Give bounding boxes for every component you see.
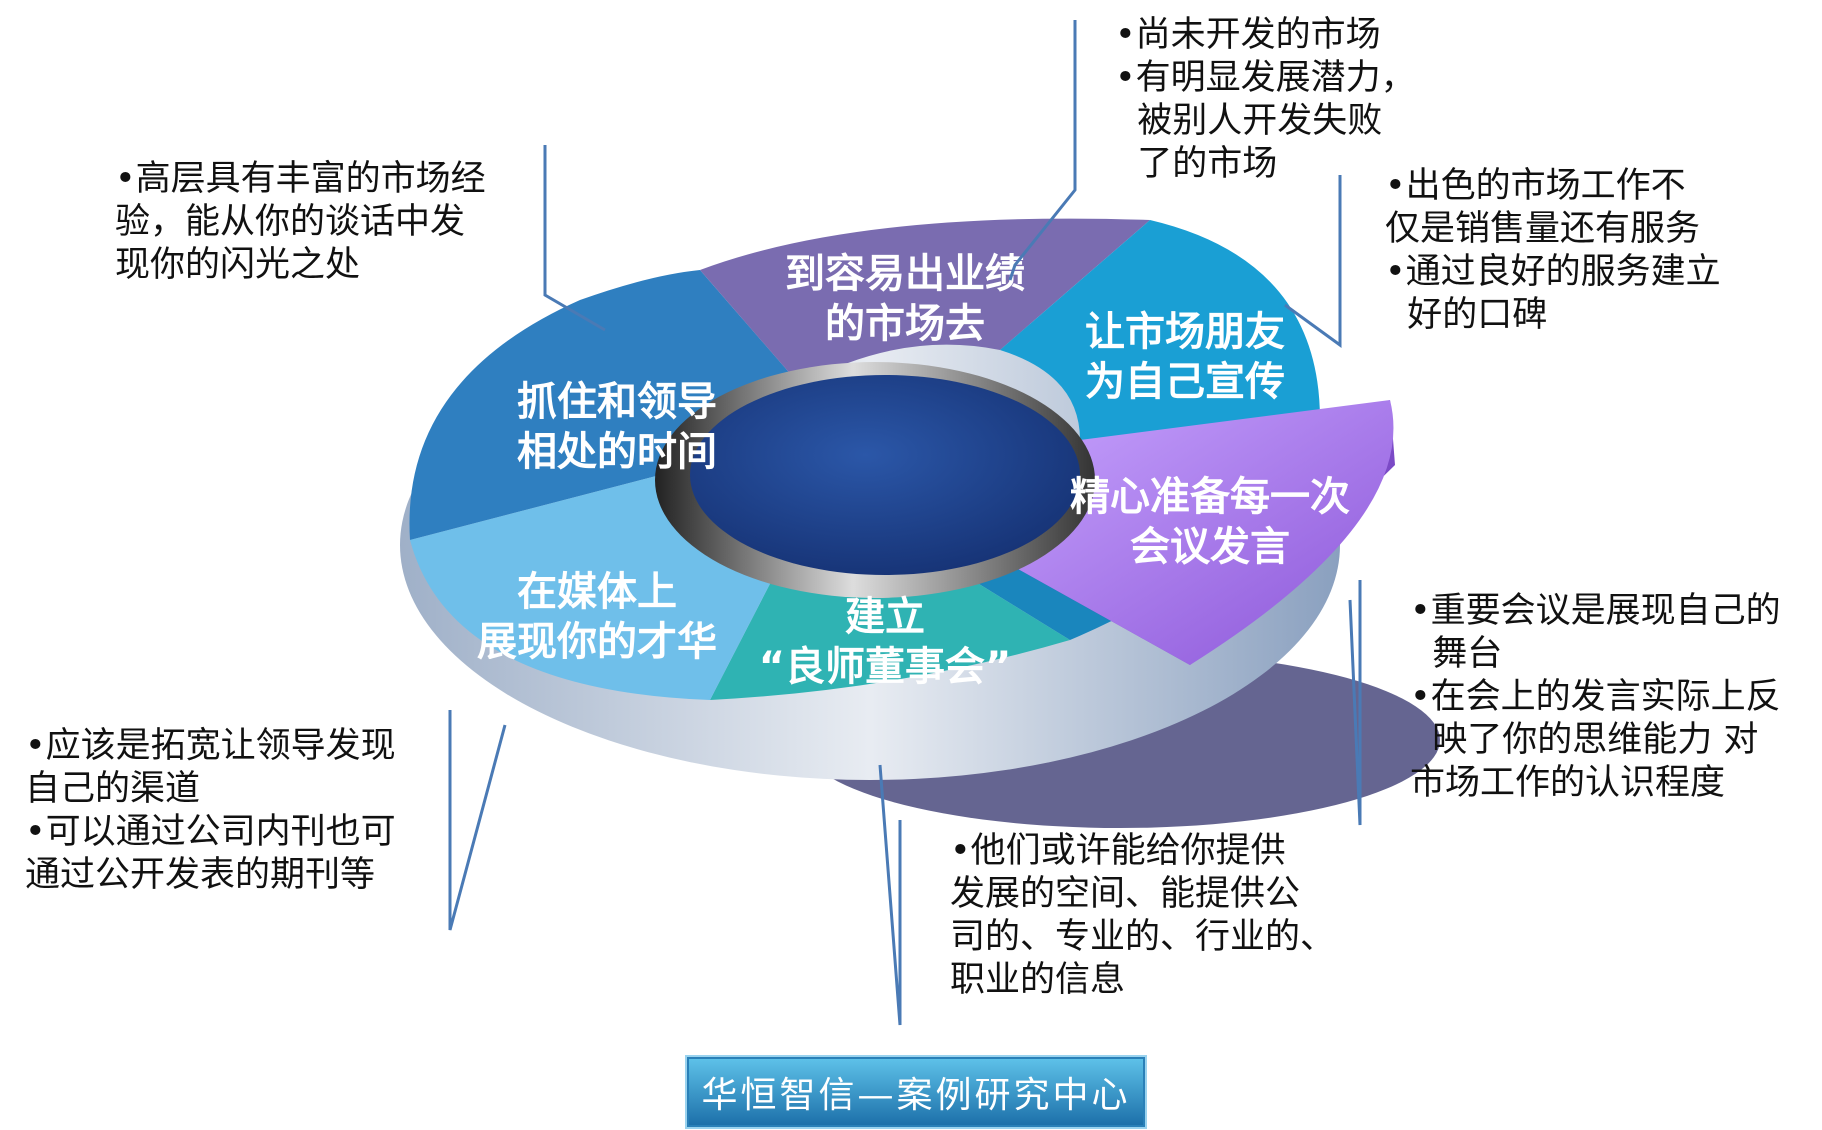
note-left-lower: •应该是拓宽让领导发现自己的渠道•可以通过公司内刊也可通过公开发表的期刊等 bbox=[25, 725, 396, 897]
segment-left-top[interactable] bbox=[409, 270, 800, 540]
leader-line-top-center bbox=[1008, 20, 1077, 281]
segment-label-line: 的市场去 bbox=[825, 301, 985, 347]
note-line: •应该是拓宽让领导发现 bbox=[25, 726, 396, 766]
segment-label-line: 在媒体上 bbox=[517, 569, 677, 615]
segment-top[interactable] bbox=[700, 218, 1150, 385]
note-line: •他们或许能给你提供 bbox=[950, 831, 1286, 871]
note-line: •高层具有丰富的市场经 bbox=[115, 159, 486, 199]
segment-label-left-top: 抓住和领导相处的时间 bbox=[517, 379, 717, 475]
note-line: •出色的市场工作不 bbox=[1385, 166, 1686, 206]
note-line: •在会上的发言实际上反 bbox=[1410, 677, 1781, 717]
segment-label-line: 会议发言 bbox=[1130, 524, 1290, 570]
note-line: •重要会议是展现自己的 bbox=[1410, 591, 1781, 631]
leader-line-right-upper bbox=[1284, 175, 1342, 348]
note-line: 市场工作的认识程度 bbox=[1410, 763, 1726, 803]
note-line: 仅是销售量还有服务 bbox=[1385, 209, 1701, 249]
note-line: 发展的空间、能提供公 bbox=[950, 874, 1301, 914]
note-line: 验，能从你的谈话中发 bbox=[115, 202, 466, 242]
segment-right-top[interactable] bbox=[1000, 220, 1320, 440]
footer-text: 华恒智信—案例研究中心 bbox=[701, 1075, 1131, 1116]
segment-label-pop: 精心准备每一次会议发言 bbox=[1070, 474, 1350, 570]
note-line: 司的、专业的、行业的、 bbox=[950, 917, 1336, 957]
segment-label-line: 建立 bbox=[845, 594, 925, 640]
note-line: 舞台 bbox=[1410, 634, 1503, 674]
segment-label-line: 到容易出业绩 bbox=[785, 251, 1025, 297]
note-right-upper: •出色的市场工作不仅是销售量还有服务•通过良好的服务建立 好的口碑 bbox=[1385, 165, 1721, 337]
leader-lines bbox=[448, 20, 1362, 1026]
note-line: 了的市场 bbox=[1115, 144, 1278, 184]
segment-label-left-bottom: 在媒体上展现你的才华 bbox=[477, 569, 717, 665]
note-line: 映了你的思维能力 对 bbox=[1410, 720, 1759, 760]
hub-center bbox=[690, 375, 1080, 575]
note-line: •可以通过公司内刊也可 bbox=[25, 812, 396, 852]
note-line: 自己的渠道 bbox=[25, 769, 201, 809]
note-line: •有明显发展潜力， bbox=[1115, 58, 1416, 98]
segment-label-line: 让市场朋友 bbox=[1085, 309, 1285, 355]
footer-banner: 华恒智信—案例研究中心 bbox=[685, 1055, 1147, 1129]
leader-line-top-left bbox=[543, 145, 606, 332]
note-right-lower: •重要会议是展现自己的 舞台•在会上的发言实际上反 映了你的思维能力 对市场工作… bbox=[1410, 590, 1781, 805]
leader-line-right-lower bbox=[1348, 580, 1362, 826]
note-top-left: •高层具有丰富的市场经验，能从你的谈话中发现你的闪光之处 bbox=[115, 158, 486, 287]
note-line: 职业的信息 bbox=[950, 960, 1126, 1000]
segment-label-bottom: 建立“良师董事会” bbox=[759, 594, 1012, 690]
note-line: 好的口碑 bbox=[1385, 295, 1548, 335]
segment-label-line: 抓住和领导 bbox=[517, 379, 717, 425]
leader-line-left-lower bbox=[448, 710, 507, 931]
leader-line-bottom-center bbox=[878, 764, 902, 1026]
segment-label-right-top: 让市场朋友为自己宣传 bbox=[1085, 309, 1285, 405]
note-top-center: •尚未开发的市场•有明显发展潜力， 被别人开发失败 了的市场 bbox=[1115, 14, 1416, 186]
note-line: 通过公开发表的期刊等 bbox=[25, 855, 376, 895]
note-line: •通过良好的服务建立 bbox=[1385, 252, 1721, 292]
note-line: •尚未开发的市场 bbox=[1115, 15, 1381, 55]
note-line: 现你的闪光之处 bbox=[115, 245, 361, 285]
segment-label-top: 到容易出业绩的市场去 bbox=[785, 251, 1025, 347]
segment-label-line: 相处的时间 bbox=[517, 429, 717, 475]
note-bottom-center: •他们或许能给你提供发展的空间、能提供公司的、专业的、行业的、职业的信息 bbox=[950, 830, 1335, 1002]
segment-label-line: “良师董事会” bbox=[759, 644, 1012, 690]
note-line: 被别人开发失败 bbox=[1115, 101, 1383, 141]
segment-label-line: 精心准备每一次 bbox=[1070, 474, 1350, 520]
segment-label-line: 展现你的才华 bbox=[477, 619, 717, 665]
segment-label-line: 为自己宣传 bbox=[1085, 359, 1285, 405]
